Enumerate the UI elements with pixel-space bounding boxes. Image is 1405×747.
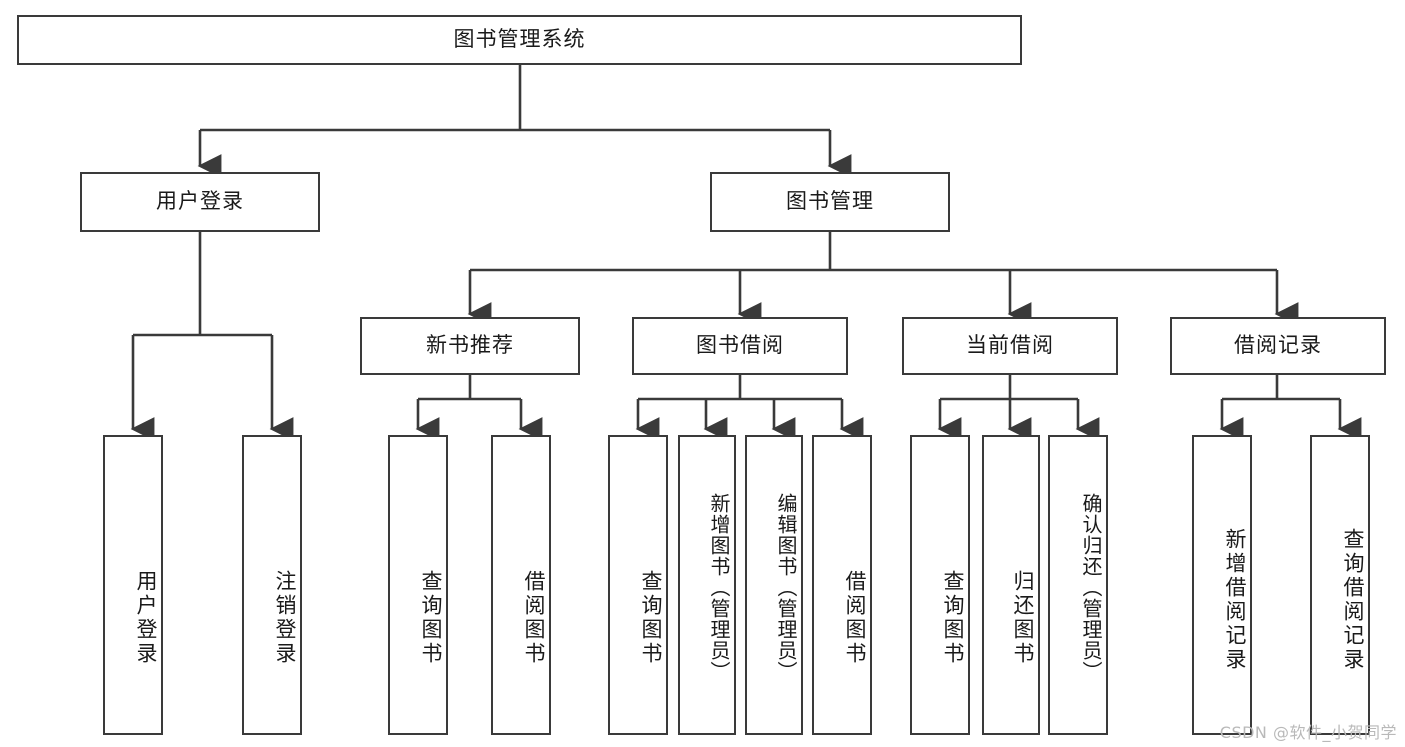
- node-book-manage[interactable]: 图书管理: [710, 172, 950, 232]
- node-current-borrow[interactable]: 当前借阅: [902, 317, 1118, 375]
- node-root-label: 图书管理系统: [453, 27, 586, 52]
- leaf-query-book-2-label: 查询图书: [639, 570, 663, 666]
- leaf-edit-book-label: 编辑图书（管理员）: [774, 493, 798, 682]
- leaf-query-borrow-record-label: 查询借阅记录: [1341, 528, 1365, 672]
- node-borrow-record-label: 借阅记录: [1234, 333, 1322, 358]
- leaf-confirm-return-label: 确认归还（管理员）: [1079, 493, 1103, 682]
- leaf-add-borrow-record-label: 新增借阅记录: [1223, 528, 1247, 672]
- node-book-borrow-label: 图书借阅: [696, 333, 784, 358]
- leaf-add-book-label: 新增图书（管理员）: [707, 493, 731, 682]
- node-book-manage-label: 图书管理: [786, 189, 874, 214]
- leaf-edit-book[interactable]: 编辑图书（管理员）: [745, 435, 803, 735]
- leaf-return-book-label: 归还图书: [1011, 570, 1035, 666]
- leaf-return-book[interactable]: 归还图书: [982, 435, 1040, 735]
- leaf-query-book-1-label: 查询图书: [419, 570, 443, 666]
- node-user-login-label: 用户登录: [156, 189, 244, 214]
- node-book-borrow[interactable]: 图书借阅: [632, 317, 848, 375]
- leaf-confirm-return[interactable]: 确认归还（管理员）: [1048, 435, 1108, 735]
- leaf-query-book-1[interactable]: 查询图书: [388, 435, 448, 735]
- leaf-borrow-book-2-label: 借阅图书: [843, 570, 867, 666]
- leaf-user-login[interactable]: 用户登录: [103, 435, 163, 735]
- node-new-book-recommend-label: 新书推荐: [426, 333, 514, 358]
- node-current-borrow-label: 当前借阅: [966, 333, 1054, 358]
- leaf-borrow-book-2[interactable]: 借阅图书: [812, 435, 872, 735]
- node-user-login[interactable]: 用户登录: [80, 172, 320, 232]
- leaf-add-borrow-record[interactable]: 新增借阅记录: [1192, 435, 1252, 735]
- leaf-user-login-label: 用户登录: [134, 570, 158, 666]
- csdn-watermark: CSDN @软件_小贺同学: [1219, 723, 1397, 742]
- leaf-borrow-book-1-label: 借阅图书: [522, 570, 546, 666]
- leaf-query-book-3-label: 查询图书: [941, 570, 965, 666]
- leaf-query-book-2[interactable]: 查询图书: [608, 435, 668, 735]
- leaf-logout-login[interactable]: 注销登录: [242, 435, 302, 735]
- node-borrow-record[interactable]: 借阅记录: [1170, 317, 1386, 375]
- leaf-add-book[interactable]: 新增图书（管理员）: [678, 435, 736, 735]
- leaf-query-book-3[interactable]: 查询图书: [910, 435, 970, 735]
- leaf-borrow-book-1[interactable]: 借阅图书: [491, 435, 551, 735]
- leaf-logout-login-label: 注销登录: [273, 570, 297, 666]
- leaf-query-borrow-record[interactable]: 查询借阅记录: [1310, 435, 1370, 735]
- node-root[interactable]: 图书管理系统: [17, 15, 1022, 65]
- node-new-book-recommend[interactable]: 新书推荐: [360, 317, 580, 375]
